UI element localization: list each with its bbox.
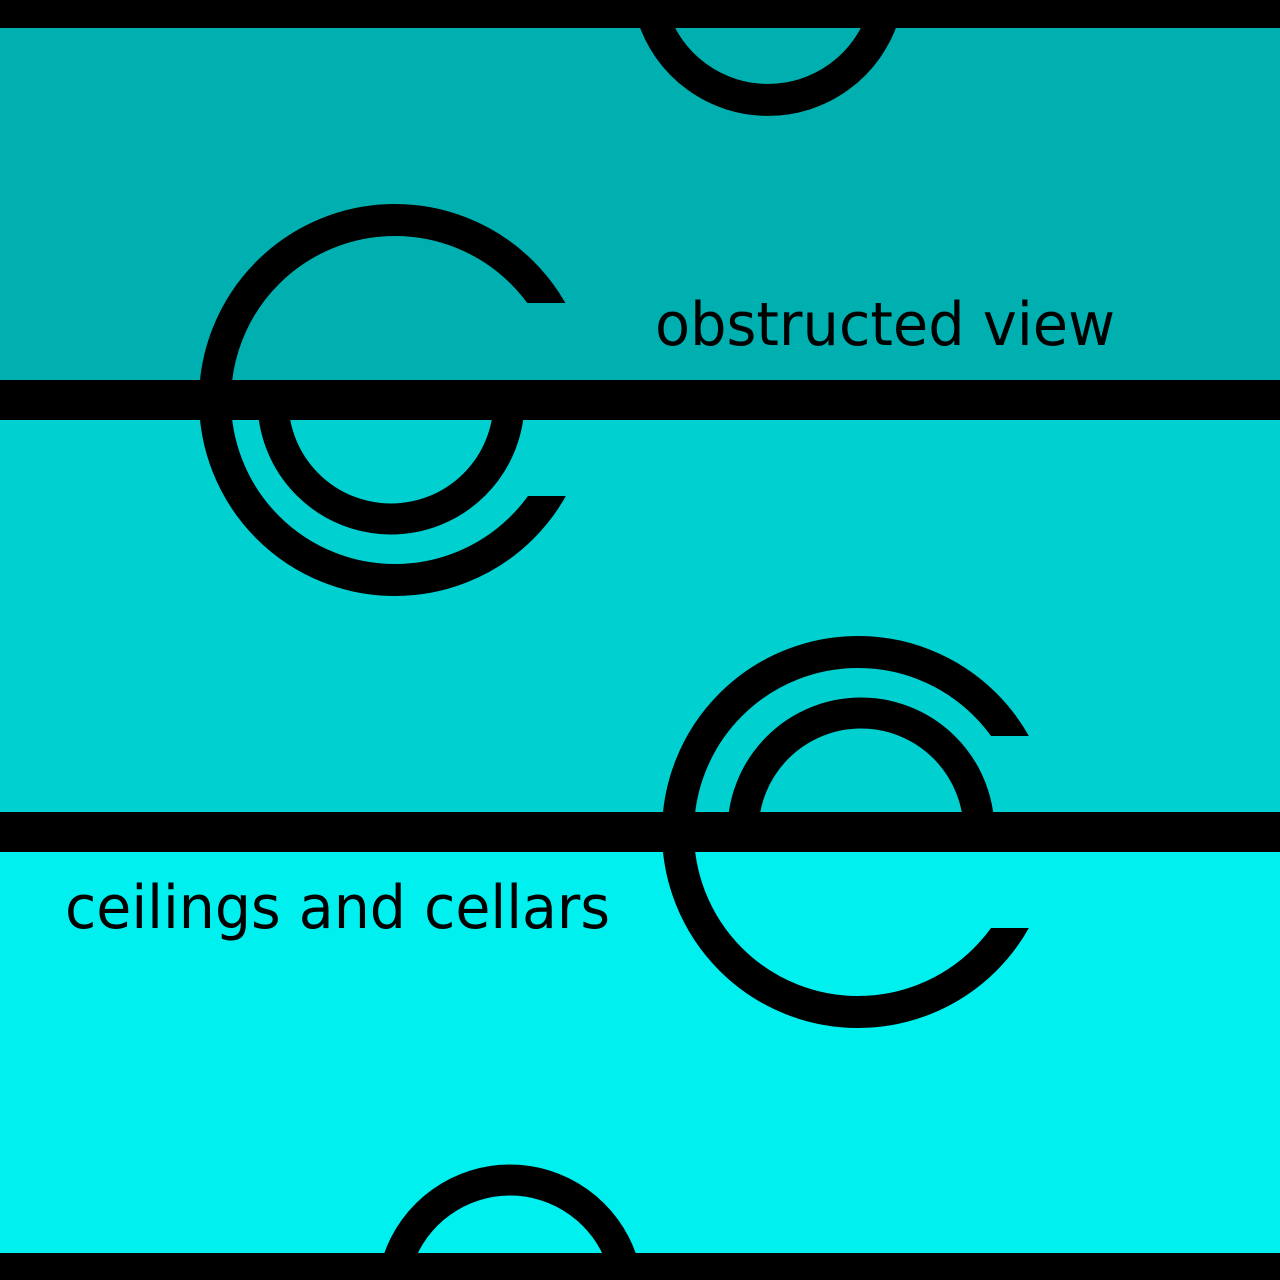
- bar-upper: [0, 380, 1280, 420]
- band-bottom: [0, 832, 1280, 1280]
- top-arc: [637, 9, 899, 116]
- bottom-arc: [383, 1164, 637, 1266]
- inner-ring-right: [728, 697, 994, 812]
- bar-lower: [0, 812, 1280, 852]
- bar-bottom: [0, 1253, 1280, 1280]
- band-top: [0, 0, 1280, 390]
- caption-obstructed-view: obstructed view: [655, 290, 1115, 360]
- band-middle: [0, 390, 1280, 832]
- caption-ceilings-and-cellars: ceilings and cellars: [65, 873, 610, 943]
- bar-top: [0, 0, 1280, 28]
